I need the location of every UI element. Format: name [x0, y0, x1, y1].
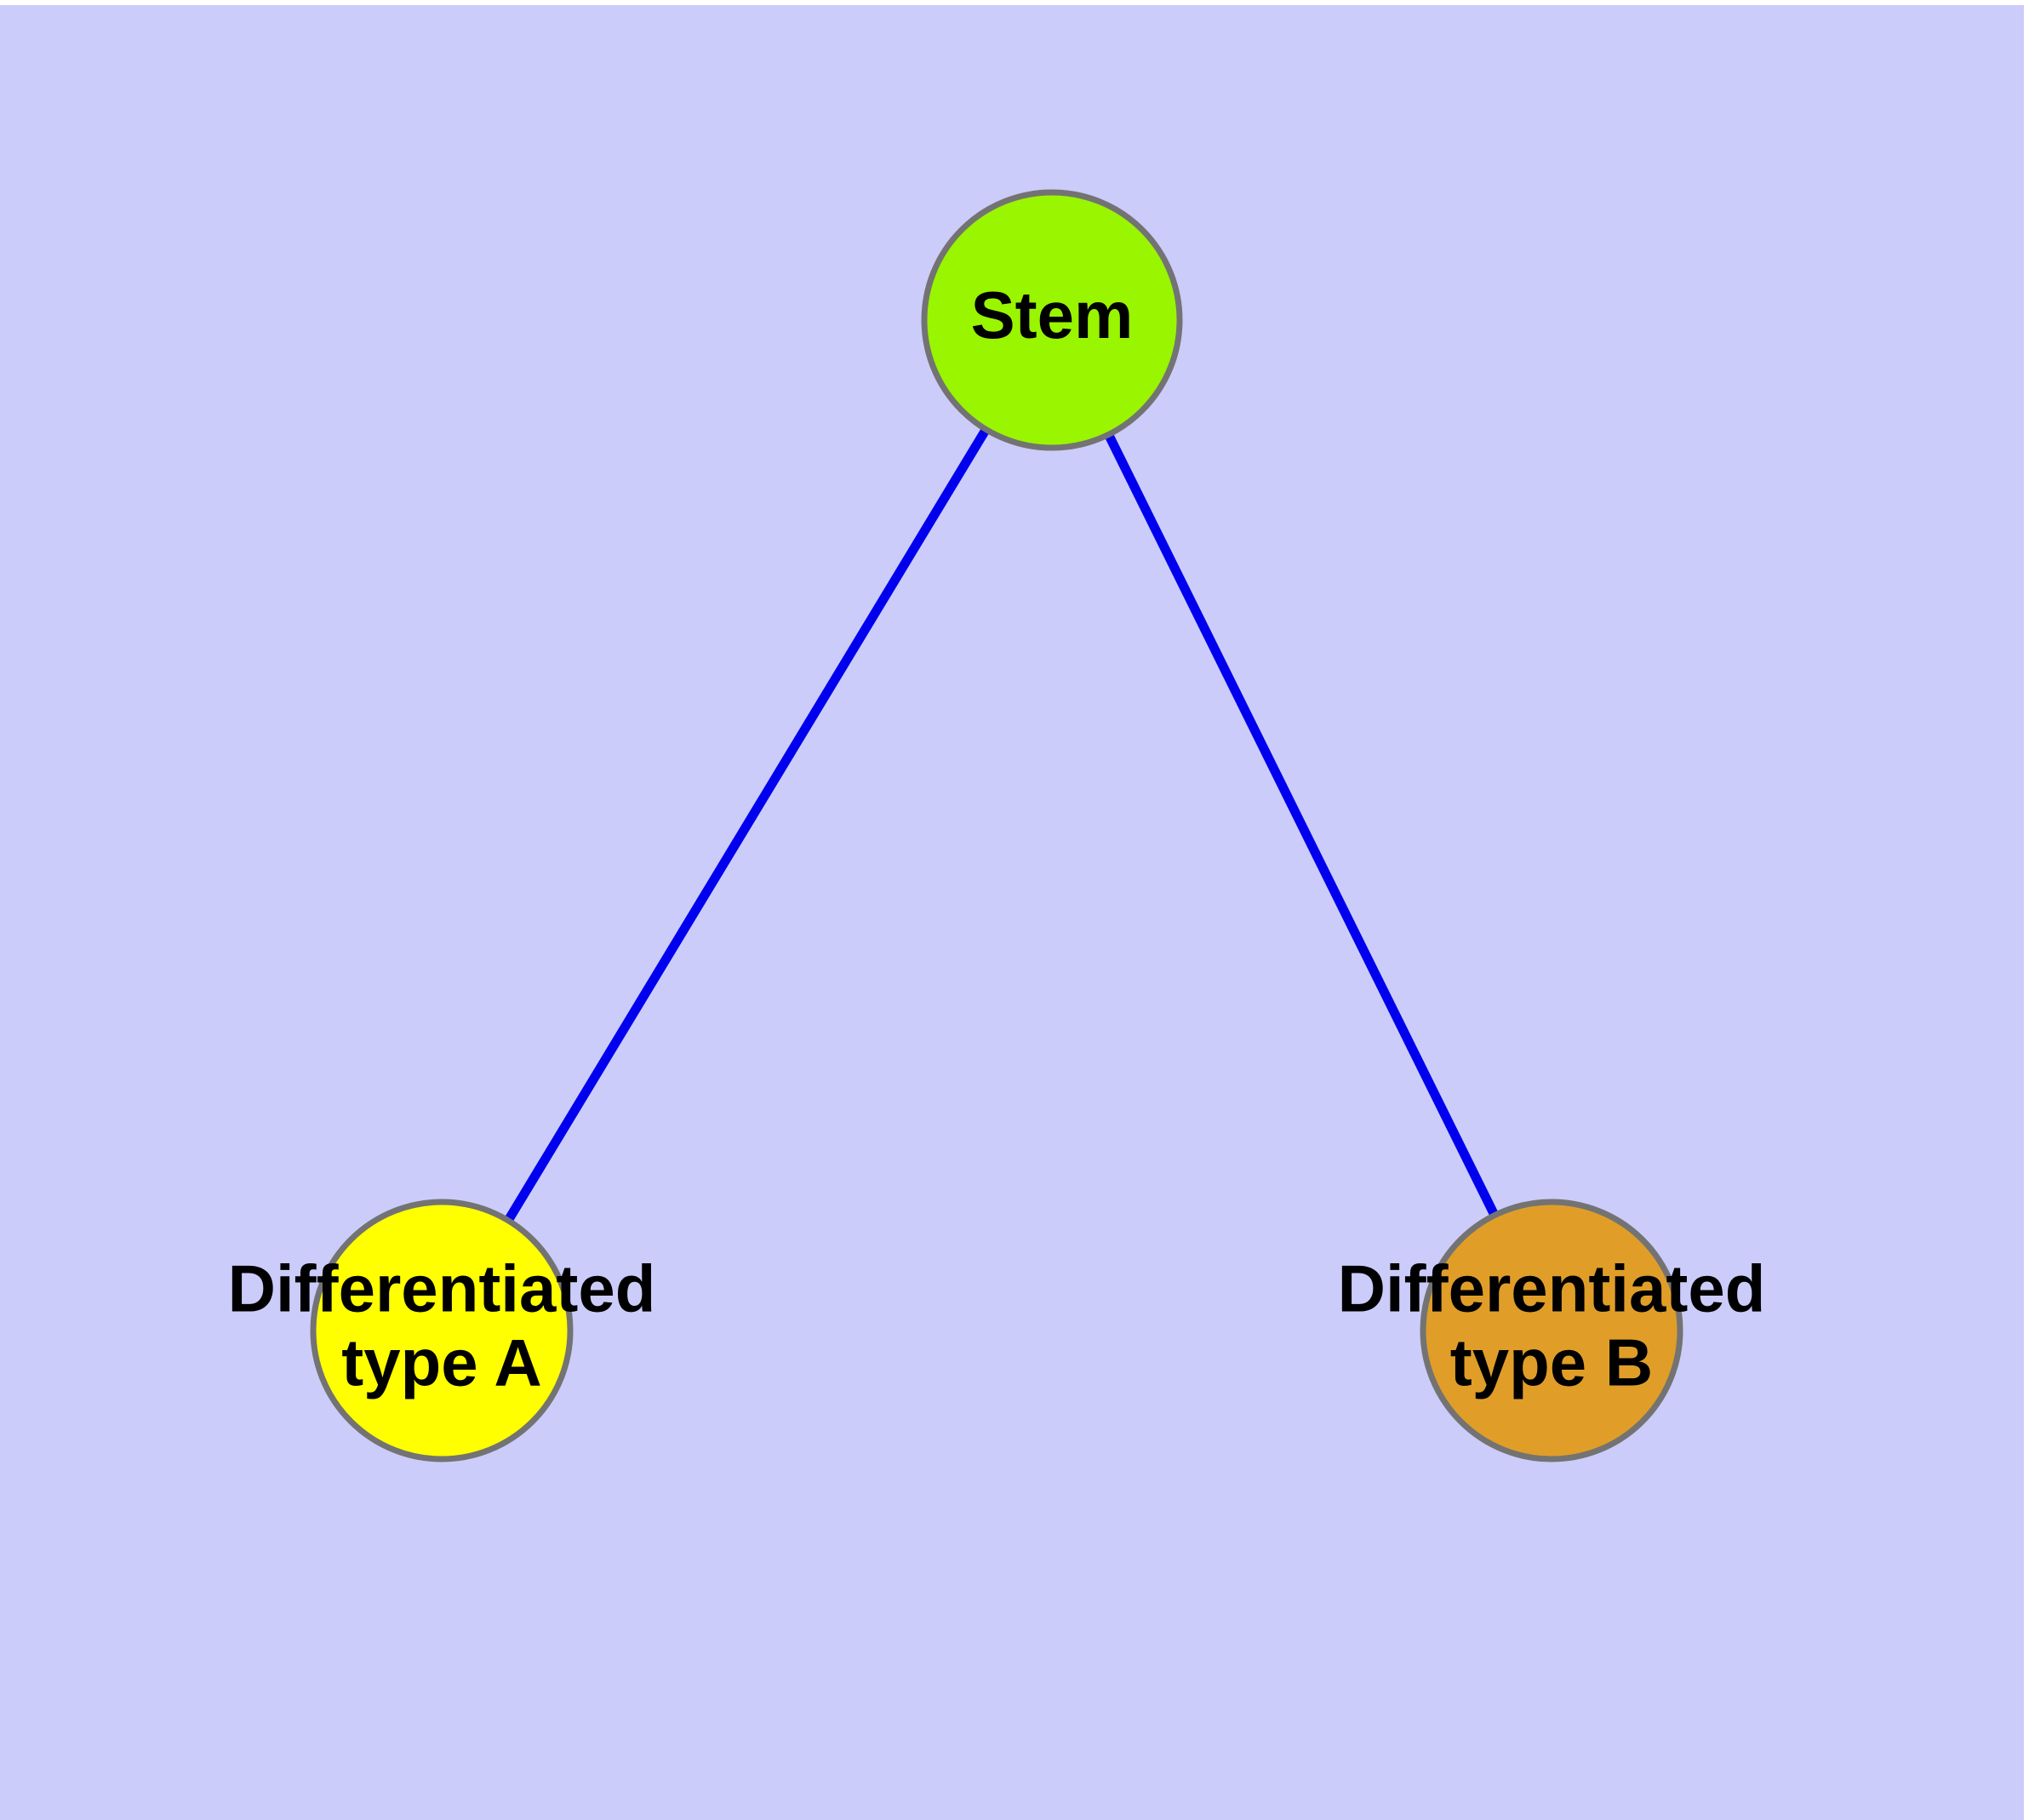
graph-edge — [437, 318, 1056, 1333]
node-label-line: Differentiated — [1338, 1251, 1766, 1325]
node-label-line: type A — [341, 1325, 542, 1399]
node-label-line: Differentiated — [228, 1251, 656, 1325]
edges-layer — [437, 318, 1556, 1333]
node-label-line: type B — [1450, 1325, 1653, 1399]
node-circle-diff_b[interactable] — [1420, 1199, 1683, 1462]
graph-edge — [1048, 318, 1556, 1333]
graph-node-stem[interactable]: Stem — [921, 189, 1183, 451]
node-label-stem: Stem — [971, 278, 1134, 352]
node-circle-stem[interactable] — [921, 189, 1183, 451]
node-circle-diff_a[interactable] — [310, 1199, 574, 1462]
node-label-line: Stem — [971, 278, 1134, 352]
